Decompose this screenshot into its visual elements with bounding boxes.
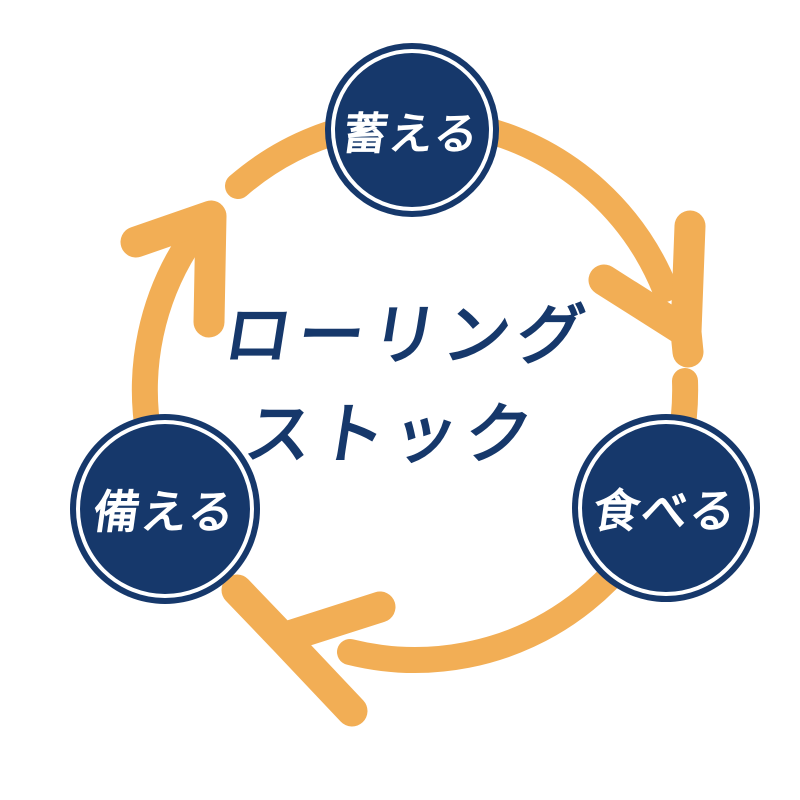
arrowhead-to-stockpile-icon (120, 200, 227, 338)
node-stockpile-ring (331, 49, 493, 211)
node-eat-ring (578, 420, 754, 596)
node-prepare-ring (76, 420, 254, 598)
node-prepare-label: 備える (89, 486, 240, 538)
center-title-line-1: ローリング (219, 298, 597, 372)
arrow-arc-left-to-top (131, 226, 204, 450)
node-eat: 食べる (572, 414, 760, 602)
arrowhead-to-eat-icon (588, 210, 706, 368)
node-stockpile-label: 蓄える (339, 110, 484, 159)
center-title-line-2: ストック (240, 397, 545, 471)
node-prepare: 備える (70, 414, 260, 604)
center-title: ローリング ストック (0, 286, 800, 484)
node-eat-label: 食べる (589, 485, 742, 537)
node-stockpile: 蓄える (325, 43, 499, 217)
arrowhead-to-prepare-icon (221, 574, 396, 727)
